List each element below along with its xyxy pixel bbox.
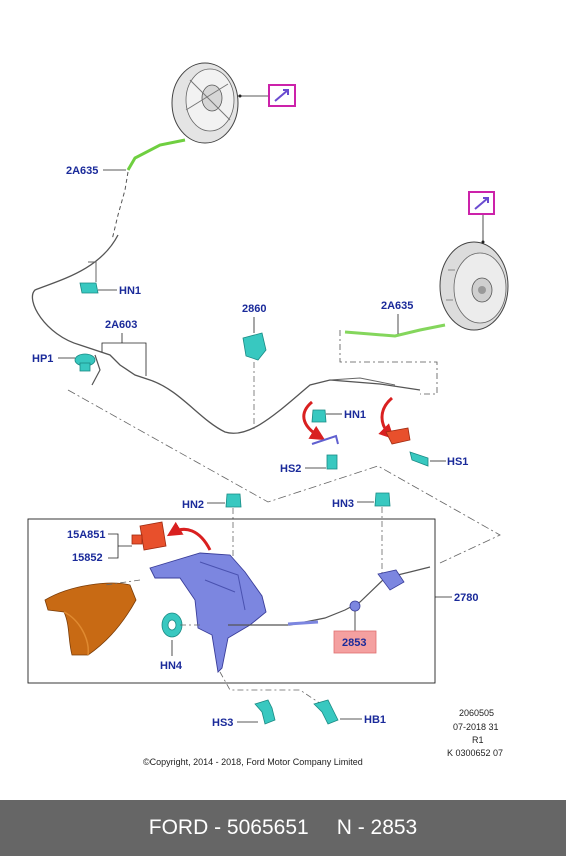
callout-hn2: HN2 (182, 499, 204, 511)
highlight-box-2853[interactable] (333, 630, 377, 654)
callout-2A603: 2A603 (105, 319, 137, 331)
cable-routing-2A603 (31, 234, 421, 434)
grommet-hp1 (74, 353, 96, 372)
callout-15A851: 15A851 (67, 529, 106, 541)
red-arrow-switch (166, 521, 212, 551)
callout-hs1: HS1 (447, 456, 468, 468)
switch-15A851 (131, 521, 167, 551)
callout-hn1-left: HN1 (119, 285, 141, 297)
rear-right-cable-2A635 (339, 323, 446, 395)
parking-brake-diagram: 2A635 HN1 2A603 HP1 2860 (27, 62, 509, 767)
callout-hs2: HS2 (280, 463, 301, 475)
footer-part-number: FORD - 5065651 (148, 816, 309, 839)
callout-hn1-right: HN1 (344, 409, 366, 421)
callout-hn4: HN4 (160, 660, 183, 672)
red-arrow-left (302, 400, 326, 441)
bolt-hb1 (313, 699, 339, 725)
meta-line3: R1 (472, 735, 484, 745)
callout-2A635-right: 2A635 (381, 300, 413, 312)
clip-red-right (385, 427, 411, 445)
callout-hs3: HS3 (212, 717, 233, 729)
rear-left-cable-2A635 (111, 138, 186, 241)
lever-cable (228, 566, 431, 626)
footer-ref-number: N - 2853 (336, 816, 418, 839)
nut-hn3 (374, 492, 391, 507)
bolt-hs2 (311, 434, 339, 470)
callout-hp1: HP1 (32, 353, 53, 365)
callout-hn3: HN3 (332, 498, 354, 510)
bolt-hs3 (254, 699, 276, 725)
callout-2780: 2780 (454, 592, 478, 604)
view-zoom-icon-right[interactable] (468, 191, 495, 215)
part-number-footer: FORD - 5065651 N - 2853 (0, 800, 566, 856)
lever-assembly-frame (27, 518, 436, 684)
perspective-guides (67, 389, 501, 564)
nut-hn4 (161, 612, 183, 638)
bolt-hs1 (409, 451, 429, 467)
callout-2A635-left: 2A635 (66, 165, 98, 177)
meta-line4: K 0300652 07 (447, 748, 503, 758)
nut-hn1-left (79, 261, 99, 294)
right-rear-brake-drum (439, 241, 509, 331)
bracket-2860 (242, 332, 267, 361)
copyright-text: ©Copyright, 2014 - 2018, Ford Motor Comp… (143, 757, 363, 767)
parking-brake-lever (149, 552, 267, 673)
lower-guide (219, 671, 331, 711)
callout-15852: 15852 (72, 552, 103, 564)
meta-line2: 07-2018 31 (453, 722, 499, 732)
callout-hb1: HB1 (364, 714, 386, 726)
nut-hn1-right (311, 409, 327, 423)
handle-cover (44, 582, 137, 656)
left-rear-brake-drum (171, 62, 239, 144)
callout-2853: 2853 (342, 637, 366, 649)
red-arrow-right (378, 396, 395, 440)
meta-line1: 2060505 (459, 708, 494, 718)
nut-hn2 (225, 493, 242, 508)
callout-2860: 2860 (242, 303, 266, 315)
view-zoom-icon-left[interactable] (268, 84, 296, 107)
